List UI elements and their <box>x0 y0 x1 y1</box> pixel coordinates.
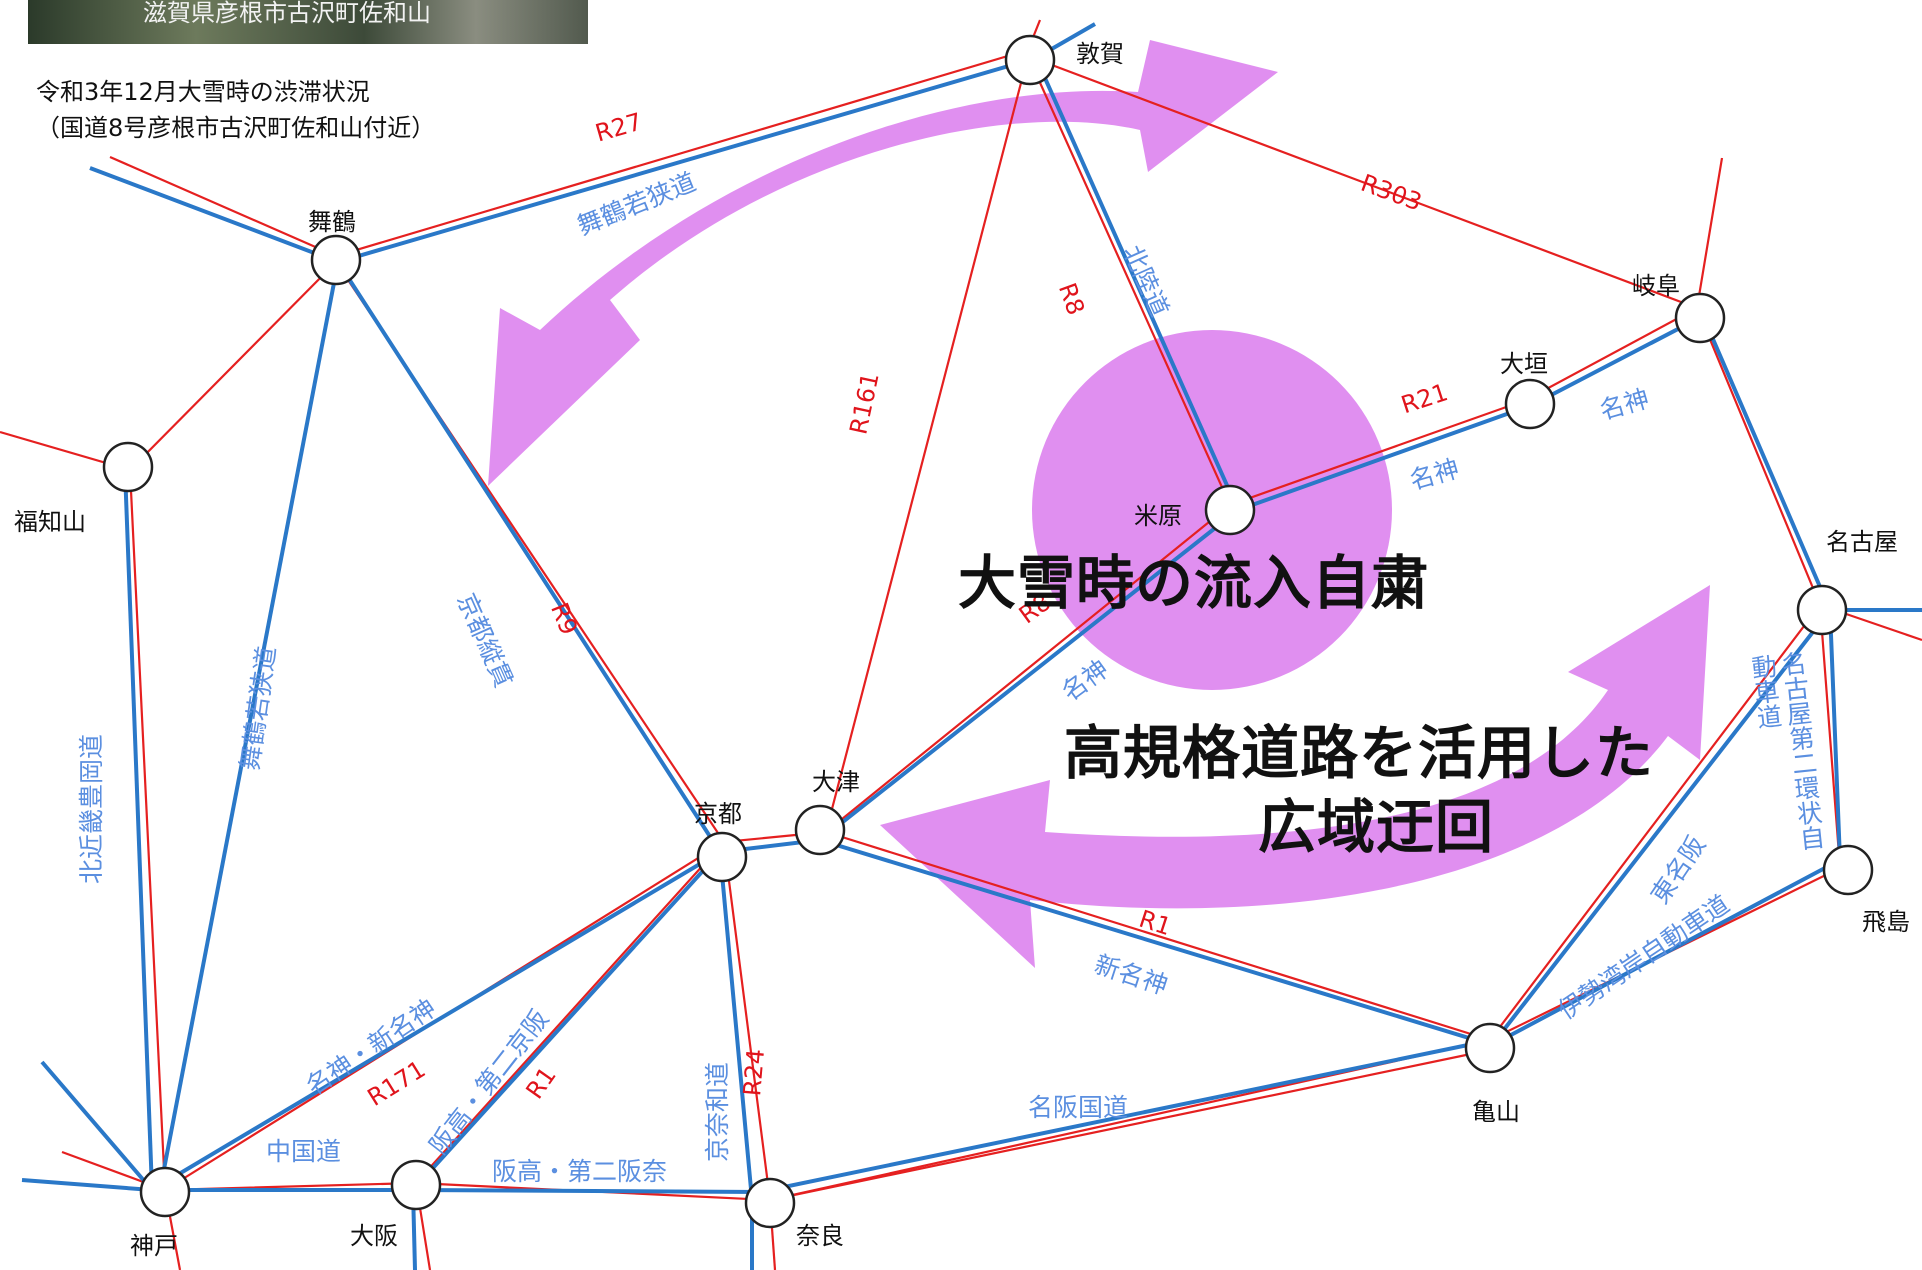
city-label-kobe: 神戸 <box>130 1232 178 1260</box>
city-label-fukuchiyama: 福知山 <box>14 508 86 536</box>
caption-line1: 令和3年12月大雪時の渋滞状況 <box>36 78 370 106</box>
node-kobe <box>139 1166 191 1218</box>
city-label-otsu: 大津 <box>812 768 860 796</box>
label-chugoku: 中国道 <box>266 1137 342 1166</box>
label-kitakinki: 北近畿豊岡道 <box>77 733 106 884</box>
city-label-nara: 奈良 <box>796 1222 844 1250</box>
city-label-kyoto: 京都 <box>694 800 742 828</box>
caption-line2: （国道8号彦根市古沢町佐和山付近） <box>36 114 436 142</box>
city-label-ogaki: 大垣 <box>1500 350 1548 378</box>
node-maizuru <box>310 234 362 286</box>
node-tsuruga <box>1004 34 1056 86</box>
node-nagoya <box>1796 584 1848 636</box>
congestion-photo: 滋賀県彦根市古沢町佐和山 <box>28 0 588 44</box>
node-osaka <box>390 1159 442 1211</box>
label-keinawa: 京奈和道 <box>703 1061 732 1162</box>
node-fukuchiyama <box>102 441 154 493</box>
city-label-osaka: 大阪 <box>350 1222 398 1250</box>
node-nara <box>744 1177 796 1229</box>
node-gifu <box>1674 292 1726 344</box>
node-ogaki <box>1504 378 1556 430</box>
detour-message-line2: 広域迂回 <box>1258 793 1495 861</box>
label-meihan: 名阪国道 <box>1028 1093 1129 1122</box>
node-otsu <box>794 804 846 856</box>
lower-detour-arrow <box>880 585 1710 968</box>
photo-caption: 滋賀県彦根市古沢町佐和山 <box>143 0 431 27</box>
upper-detour-arrow <box>488 40 1278 486</box>
label-hanshin-daini-hanna: 阪高・第二阪奈 <box>492 1157 668 1186</box>
detour-message-line1: 高規格道路を活用した <box>1064 719 1655 787</box>
city-label-maibara: 米原 <box>1134 502 1182 530</box>
city-label-gifu: 岐阜 <box>1632 272 1680 300</box>
label-r24: R24 <box>738 1047 771 1098</box>
city-label-maizuru: 舞鶴 <box>308 208 356 236</box>
city-label-tobishima: 飛島 <box>1862 908 1910 936</box>
city-label-tsuruga: 敦賀 <box>1076 40 1124 68</box>
city-label-kameyama: 亀山 <box>1472 1098 1520 1126</box>
node-kameyama <box>1464 1022 1516 1074</box>
node-kyoto <box>696 831 748 883</box>
node-maibara <box>1204 484 1256 536</box>
city-label-nagoya: 名古屋 <box>1826 528 1898 556</box>
node-tobishima <box>1822 844 1874 896</box>
restraint-message: 大雪時の流入自粛 <box>958 549 1431 617</box>
